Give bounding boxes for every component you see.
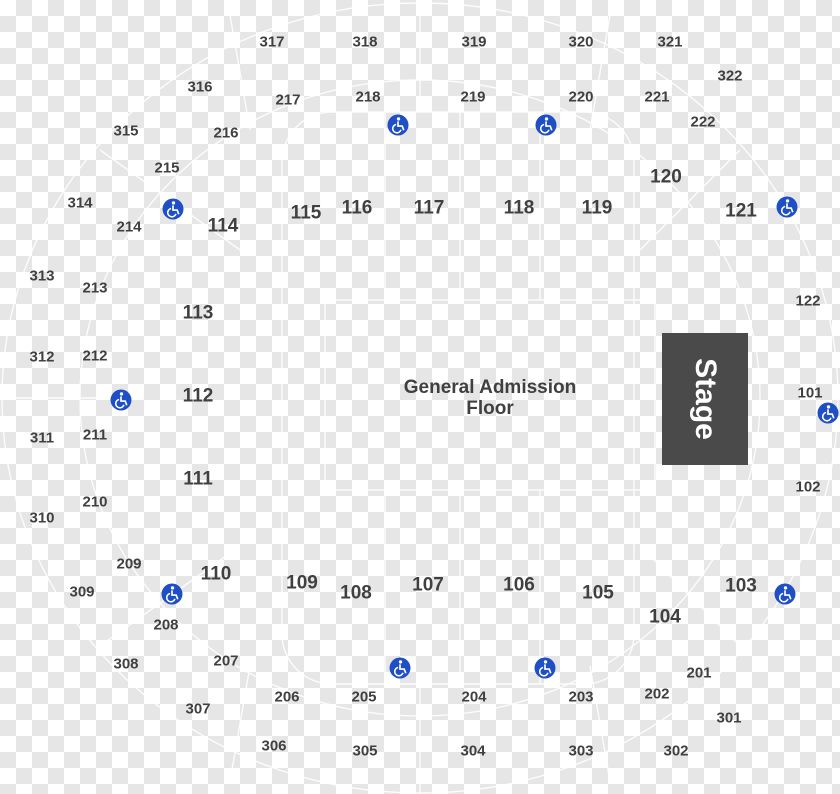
- section-304[interactable]: 304: [460, 742, 486, 760]
- section-216[interactable]: 216: [213, 124, 239, 142]
- section-201[interactable]: 201: [686, 664, 712, 682]
- section-114[interactable]: 114: [207, 215, 239, 237]
- section-103[interactable]: 103: [725, 575, 757, 597]
- section-307[interactable]: 307: [185, 700, 211, 718]
- section-204[interactable]: 204: [461, 688, 487, 706]
- section-317[interactable]: 317: [259, 33, 285, 51]
- section-313[interactable]: 313: [29, 267, 55, 285]
- wheelchair-icon: [161, 583, 183, 605]
- section-222[interactable]: 222: [690, 113, 716, 131]
- section-303[interactable]: 303: [568, 742, 594, 760]
- section-305[interactable]: 305: [352, 742, 378, 760]
- section-220[interactable]: 220: [568, 88, 594, 106]
- section-322[interactable]: 322: [717, 67, 743, 85]
- wheelchair-icon: [776, 196, 798, 218]
- section-206[interactable]: 206: [274, 688, 300, 706]
- section-301[interactable]: 301: [716, 709, 742, 727]
- section-108[interactable]: 108: [340, 582, 372, 604]
- section-213[interactable]: 213: [82, 279, 108, 297]
- section-214[interactable]: 214: [116, 218, 142, 236]
- section-319[interactable]: 319: [461, 33, 487, 51]
- section-215[interactable]: 215: [154, 159, 180, 177]
- section-321[interactable]: 321: [657, 33, 683, 51]
- section-107[interactable]: 107: [412, 574, 444, 596]
- section-122[interactable]: 122: [795, 292, 821, 310]
- section-219[interactable]: 219: [460, 88, 486, 106]
- section-119[interactable]: 119: [581, 197, 613, 219]
- section-316[interactable]: 316: [187, 78, 213, 96]
- section-118[interactable]: 118: [503, 197, 535, 219]
- section-205[interactable]: 205: [351, 688, 377, 706]
- section-207[interactable]: 207: [213, 652, 239, 670]
- section-210[interactable]: 210: [82, 493, 108, 511]
- section-218[interactable]: 218: [355, 88, 381, 106]
- wheelchair-icon: [387, 114, 409, 136]
- section-104[interactable]: 104: [649, 606, 681, 628]
- section-121[interactable]: 121: [725, 200, 757, 222]
- stage: Stage: [662, 333, 748, 465]
- section-116[interactable]: 116: [341, 197, 373, 219]
- section-117[interactable]: 117: [413, 197, 445, 219]
- section-306[interactable]: 306: [261, 737, 287, 755]
- wheelchair-icon: [162, 198, 184, 220]
- section-217[interactable]: 217: [275, 91, 301, 109]
- wheelchair-icon: [774, 583, 796, 605]
- wheelchair-icon: [535, 114, 557, 136]
- section-311[interactable]: 311: [29, 429, 55, 447]
- general-admission-floor[interactable]: General Admission Floor: [404, 377, 576, 419]
- section-115[interactable]: 115: [290, 202, 322, 224]
- section-302[interactable]: 302: [663, 742, 689, 760]
- wheelchair-icon: [534, 657, 556, 679]
- section-202[interactable]: 202: [644, 685, 670, 703]
- section-309[interactable]: 309: [69, 583, 95, 601]
- section-110[interactable]: 110: [200, 563, 232, 585]
- section-105[interactable]: 105: [582, 582, 614, 604]
- floor-label-line2: Floor: [466, 398, 514, 419]
- wheelchair-icon: [817, 402, 839, 424]
- section-112[interactable]: 112: [182, 385, 214, 407]
- floor-label-line1: General Admission: [403, 377, 577, 398]
- section-111[interactable]: 111: [183, 468, 213, 490]
- section-212[interactable]: 212: [82, 347, 108, 365]
- stage-label: Stage: [689, 358, 722, 440]
- section-209[interactable]: 209: [116, 555, 142, 573]
- section-320[interactable]: 320: [568, 33, 594, 51]
- section-310[interactable]: 310: [29, 509, 55, 527]
- section-221[interactable]: 221: [644, 88, 670, 106]
- section-106[interactable]: 106: [503, 574, 535, 596]
- wheelchair-icon: [110, 389, 132, 411]
- section-314[interactable]: 314: [67, 194, 93, 212]
- section-113[interactable]: 113: [182, 302, 214, 324]
- section-308[interactable]: 308: [113, 655, 139, 673]
- section-312[interactable]: 312: [29, 348, 55, 366]
- section-208[interactable]: 208: [153, 616, 179, 634]
- section-101[interactable]: 101: [797, 384, 823, 402]
- wheelchair-icon: [389, 657, 411, 679]
- section-211[interactable]: 211: [82, 426, 108, 444]
- section-102[interactable]: 102: [795, 478, 821, 496]
- section-203[interactable]: 203: [568, 688, 594, 706]
- section-109[interactable]: 109: [286, 572, 318, 594]
- section-318[interactable]: 318: [352, 33, 378, 51]
- section-315[interactable]: 315: [113, 122, 139, 140]
- section-120[interactable]: 120: [650, 166, 682, 188]
